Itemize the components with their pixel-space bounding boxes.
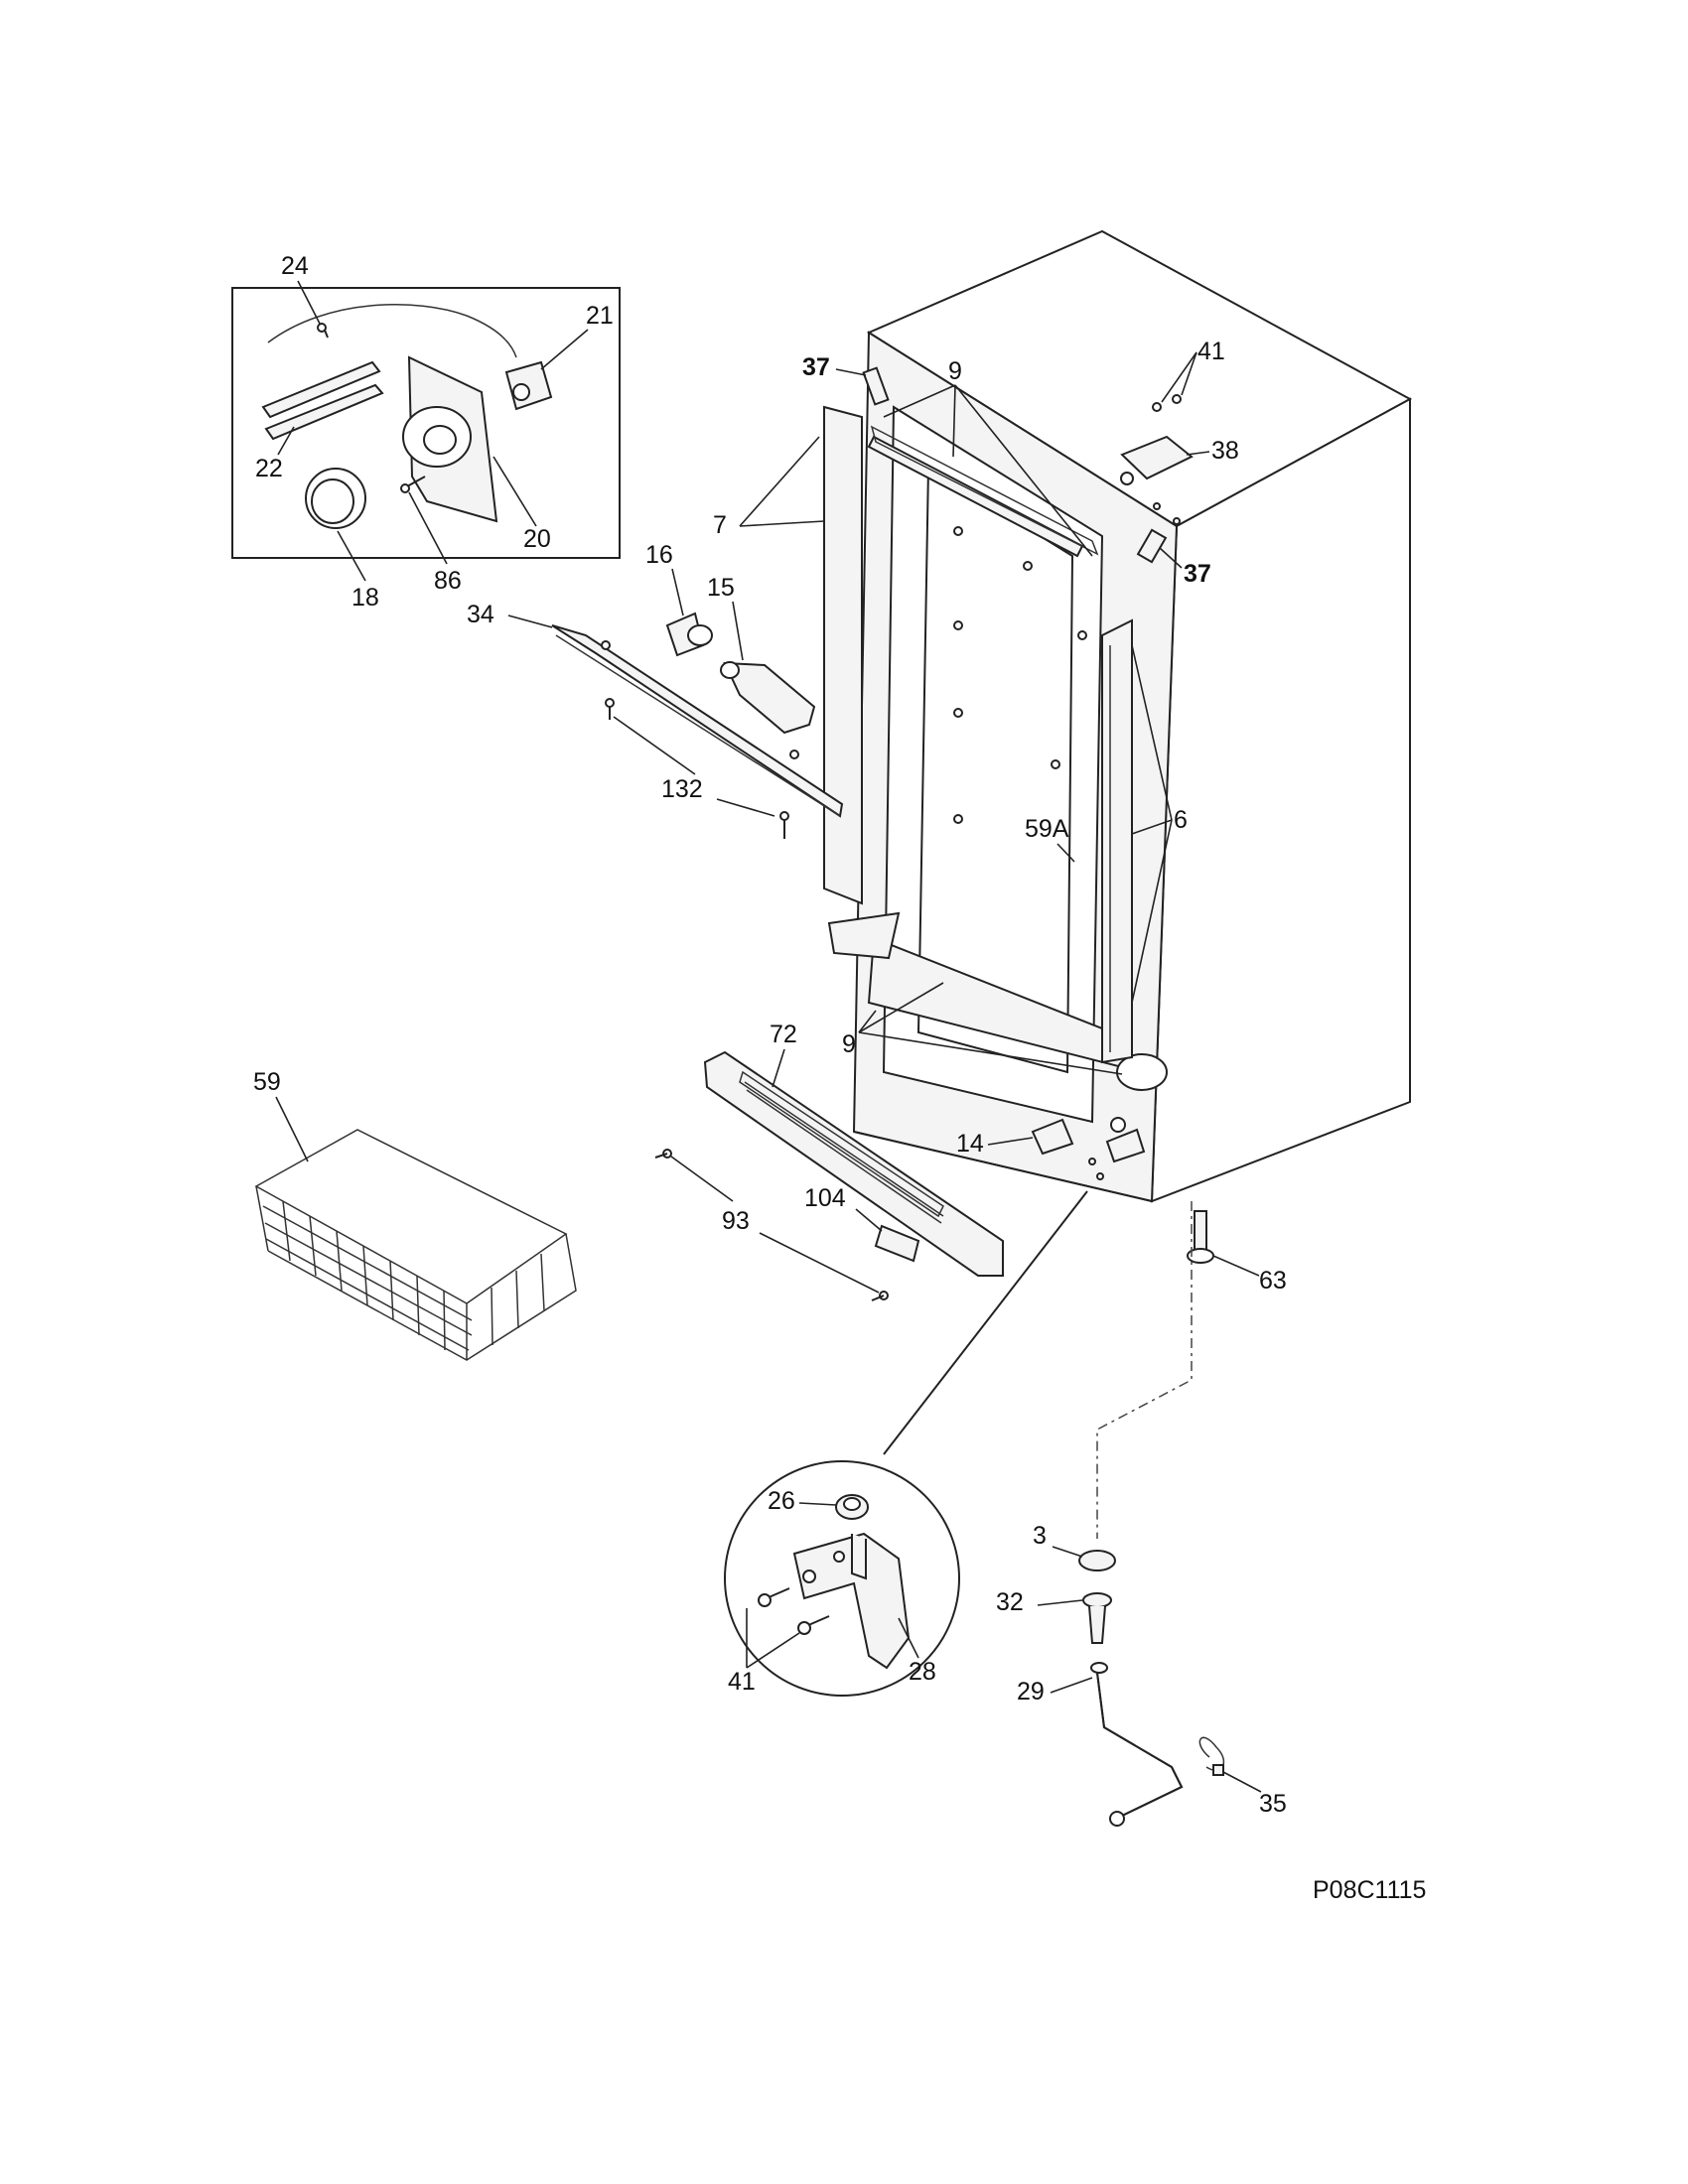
thermostat-21 <box>504 360 553 411</box>
hinge-nut-26 <box>835 1494 869 1520</box>
callout-32: 32 <box>996 1588 1024 1616</box>
magnet-104 <box>874 1224 920 1263</box>
basket-wires <box>262 1200 545 1351</box>
callout-35: 35 <box>1259 1790 1287 1818</box>
light-shield-34 <box>551 624 844 818</box>
knob-18 <box>305 468 366 529</box>
drain-adaptor-32 <box>1082 1592 1112 1644</box>
callout-26: 26 <box>768 1487 795 1515</box>
callout-9-bottom: 9 <box>842 1030 856 1058</box>
callout-37-right: 37 <box>1184 560 1211 588</box>
drain-plug-3 <box>1078 1550 1116 1571</box>
drain-tube-29 <box>1090 1662 1184 1827</box>
breaker-strip-6 <box>1101 618 1133 1064</box>
callout-9-top: 9 <box>948 357 962 385</box>
callout-86: 86 <box>434 567 462 595</box>
liner-holes <box>953 526 1087 824</box>
callout-63: 63 <box>1259 1267 1287 1295</box>
bottom-hinge-detail <box>724 1190 1088 1697</box>
toe-grille-72 <box>703 1050 1004 1277</box>
callout-93: 93 <box>722 1207 750 1235</box>
callout-59: 59 <box>253 1068 281 1096</box>
callout-20: 20 <box>523 525 551 553</box>
callout-18: 18 <box>352 584 379 612</box>
callout-28: 28 <box>909 1658 936 1686</box>
tube-clamp-35 <box>1198 1736 1225 1776</box>
callout-29: 29 <box>1017 1678 1045 1706</box>
callout-37-top: 37 <box>802 353 830 381</box>
callout-3: 3 <box>1033 1522 1047 1550</box>
freezer-cabinet <box>852 229 1413 1203</box>
callout-38: 38 <box>1211 437 1239 465</box>
callout-59A: 59A <box>1025 815 1069 843</box>
light-switch-14 <box>1031 1118 1074 1156</box>
callout-7: 7 <box>713 511 727 539</box>
callout-6: 6 <box>1174 806 1188 834</box>
callout-41-detail: 41 <box>728 1668 756 1696</box>
hinge-screws-41 <box>758 1587 830 1635</box>
callout-14: 14 <box>956 1130 984 1158</box>
callout-16: 16 <box>645 541 673 569</box>
control-housing-20 <box>402 355 498 523</box>
callout-41-top: 41 <box>1197 338 1225 365</box>
control-assembly-inset: 24 21 22 20 18 86 <box>231 252 621 612</box>
light-socket-16 <box>665 612 713 657</box>
callout-15: 15 <box>707 574 735 602</box>
bracket-22 <box>261 360 384 441</box>
top-hinge-38 <box>1120 394 1194 525</box>
wire-basket-59 <box>254 1129 577 1361</box>
callout-34: 34 <box>467 601 494 628</box>
callout-132: 132 <box>661 775 703 803</box>
hinge-bracket-28 <box>792 1532 911 1670</box>
callout-21: 21 <box>586 302 614 330</box>
door-gasket-7 <box>823 405 901 960</box>
drawing-code: P08C1115 <box>1313 1876 1426 1904</box>
callout-72: 72 <box>770 1021 797 1048</box>
callout-104: 104 <box>804 1184 846 1212</box>
bottom-hinge-small <box>1088 1117 1146 1180</box>
light-bulb-15 <box>720 661 816 735</box>
callout-24: 24 <box>281 252 309 280</box>
callout-22: 22 <box>255 455 283 482</box>
